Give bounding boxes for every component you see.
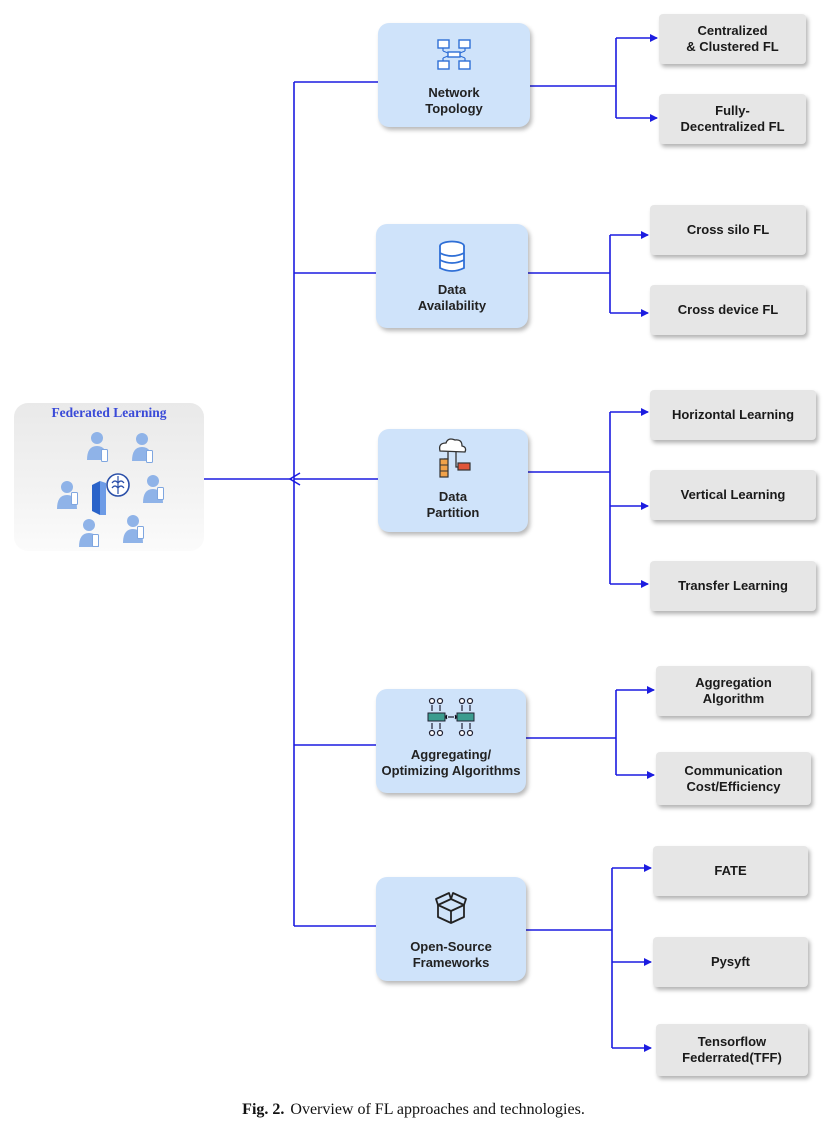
leaf-connector-frameworks [526,868,613,1048]
leaf-cross-device-fl: Cross device FL [650,285,806,335]
leaf-aggregation-algorithm: Aggregation Algorithm [656,666,811,716]
leaf-pysyft: Pysyft [653,937,808,987]
leaf-label: Vertical Learning [680,487,786,502]
figure-number: Fig. 2. [242,1101,285,1118]
leaf-label: Communication Cost/Efficiency [684,762,783,794]
category-label: Data Partition [426,489,480,520]
leaf-connector-partition [528,412,611,584]
phone-icon [157,487,164,500]
leaf-label: Tensorflow Federrated(TFF) [682,1034,782,1065]
root-title: Federated Learning [51,405,167,420]
leaf-cross-silo-fl: Cross silo FL [650,205,806,255]
leaf-label: Cross device FL [677,302,779,317]
network-icon [437,39,471,70]
leaf-label: Horizontal Learning [671,407,795,422]
database-icon [439,240,465,272]
leaf-label: Pysyft [710,954,751,969]
phone-icon [92,534,99,547]
leaf-label: Cross silo FL [686,222,770,237]
category-label: Open-Source Frameworks [410,939,492,970]
leaf-connector-availability [528,235,611,313]
phone-icon [101,449,108,462]
box-icon [435,892,467,924]
leaf-connector-aggregating [526,690,617,775]
category-label: Data Availability [417,282,487,313]
caption-text: Overview of FL approaches and technologi… [290,1101,585,1118]
phone-icon [146,450,153,463]
leaf-label: Centralized & Clustered FL [686,23,779,54]
category-aggregating-algorithms: Aggregating/ Optimizing Algorithms [376,689,526,793]
category-label: Aggregating/ Optimizing Algorithms [381,747,521,778]
category-open-source-frameworks: Open-Source Frameworks [376,877,526,981]
root-arrowhead [288,472,301,486]
leaf-connector-network [530,38,617,118]
aggregation-icon [427,697,475,737]
leaf-label: Aggregation Algorithm [695,675,772,706]
phone-icon [71,492,78,505]
leaf-label: Transfer Learning [678,578,788,593]
category-network-topology: Network Topology [378,23,530,127]
federated-learning-node: Federated Learning [14,403,204,551]
figure-caption: Fig. 2. Overview of FL approaches and tec… [0,1101,827,1119]
leaf-label: Fully- Decentralized FL [680,103,785,134]
leaf-vertical-learning: Vertical Learning [650,470,816,520]
ai-server-icon [92,473,130,515]
leaf-fate: FATE [653,846,808,896]
leaf-transfer-learning: Transfer Learning [650,561,816,611]
category-data-availability: Data Availability [376,224,528,328]
leaf-horizontal-learning: Horizontal Learning [650,390,816,440]
cloud-storage-icon [438,438,471,478]
category-data-partition: Data Partition [378,429,528,532]
leaf-tensorflow-federated: Tensorflow Federrated(TFF) [656,1024,808,1076]
leaf-centralized-clustered-fl: Centralized & Clustered FL [659,14,806,64]
leaf-communication-cost: Communication Cost/Efficiency [656,752,811,805]
phone-icon [137,526,144,539]
leaf-fully-decentralized-fl: Fully- Decentralized FL [659,94,806,144]
leaf-label: FATE [714,863,747,878]
category-label: Network Topology [425,85,483,116]
